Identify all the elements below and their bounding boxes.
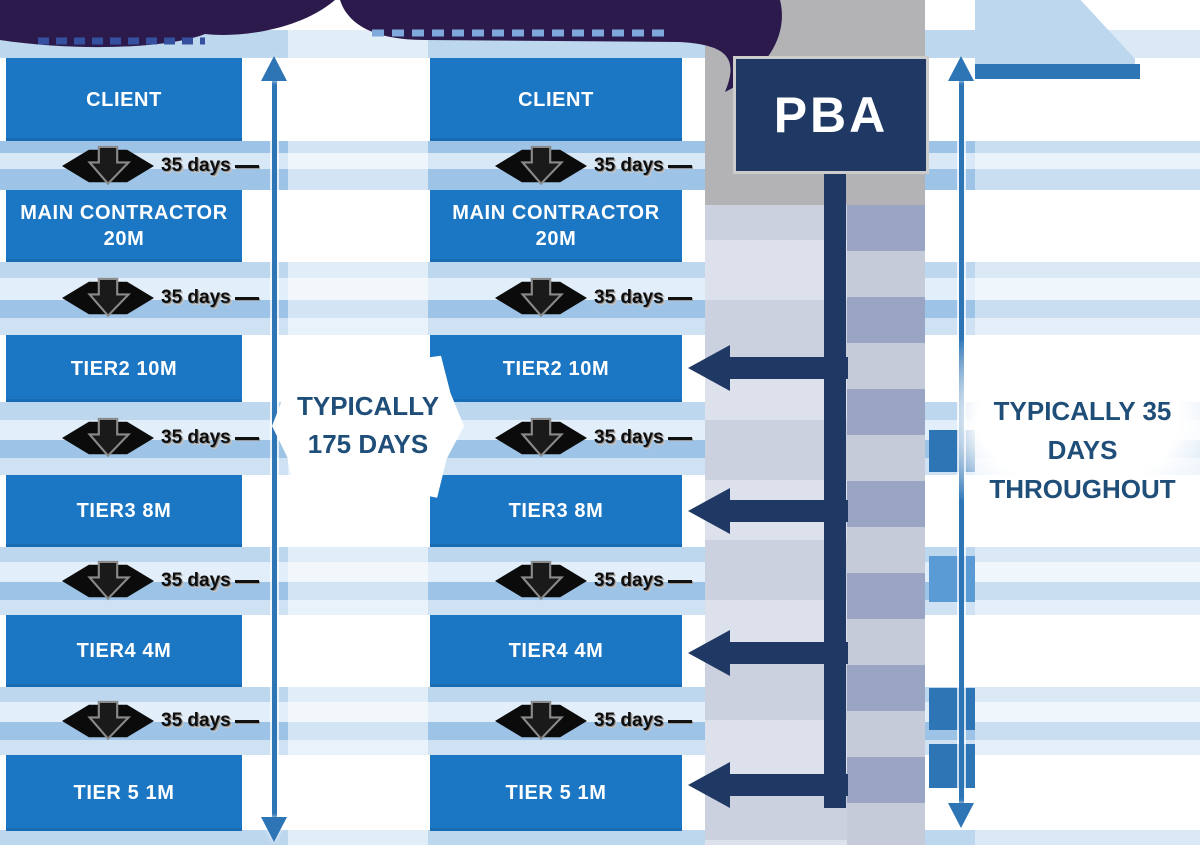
delay-label: 35 days [594,710,664,731]
dash [234,719,259,723]
down-arrow-icon [495,700,587,741]
down-arrow-icon [495,417,587,458]
tier-box-tier5-pba: TIER 5 1M [430,755,682,831]
pba-payment-arrow-tier3 [688,488,848,534]
payment-delay: 35 days [495,143,692,189]
side-block [929,556,975,602]
delay-label: 35 days [161,427,231,448]
left-arrowhead-icon [688,345,730,391]
summary-blob [958,340,1200,500]
left-arrowhead-icon [688,488,730,534]
delay-label: 35 days [161,710,231,731]
top-right-stripe [975,64,1140,79]
delay-label: 35 days [594,570,664,591]
up-arrowhead-icon [261,56,287,81]
dash [234,296,259,300]
dash [234,164,259,168]
traditional-total-label: TYPICALLY 175 DAYS [296,391,440,459]
pba-payment-arrow-tier4 [688,630,848,676]
dash [667,579,692,583]
payment-delay: 35 days [62,698,259,744]
tier-box-tier3-left: TIER3 8M [6,475,242,547]
left-arrowhead-icon [688,630,730,676]
payment-delay: 35 days [495,698,692,744]
dash [234,579,259,583]
tier-box-tier4-pba: TIER4 4M [430,615,682,687]
dash [667,296,692,300]
down-arrow-icon [62,277,154,318]
down-arrow-icon [62,560,154,601]
pba-bank-box: PBA [733,56,929,174]
down-arrow-icon [62,700,154,741]
down-arrowhead-icon [261,817,287,842]
delay-label: 35 days [161,287,231,308]
payment-delay: 35 days [495,275,692,321]
tier-box-tier5-left: TIER 5 1M [6,755,242,831]
down-arrow-icon [62,417,154,458]
banner-right [340,0,782,92]
payment-delay: 35 days [62,415,259,461]
pba-distribution-line [824,166,846,808]
pba-total-label: TYPICALLY 35 DAYS THROUGHOUT [989,396,1176,504]
down-arrow-icon [495,145,587,186]
tier-box-tier2-left: TIER2 10M [6,335,242,402]
tier-box-main-contractor-pba: MAIN CONTRACTOR 20M [430,190,682,262]
banner-left [0,0,335,48]
down-arrow-icon [495,560,587,601]
payment-delay: 35 days [495,558,692,604]
tier-box-tier3-pba: TIER3 8M [430,475,682,547]
side-block [929,688,975,730]
delay-label: 35 days [161,155,231,176]
dash [667,436,692,440]
payment-delay: 35 days [495,415,692,461]
payment-delay: 35 days [62,275,259,321]
pba-payment-arrow-tier5 [688,762,848,808]
down-arrowhead-icon [948,803,974,828]
dash [234,436,259,440]
dash [667,164,692,168]
down-arrow-icon [62,145,154,186]
summary-burst [272,348,464,504]
tier-box-client-left: CLIENT [6,58,242,141]
payment-delay: 35 days [62,558,259,604]
tier-box-tier2-pba: TIER2 10M [430,335,682,402]
delay-label: 35 days [594,427,664,448]
side-block [929,744,975,788]
timeline-arrow-left [260,56,288,842]
payment-delay: 35 days [62,143,259,189]
down-arrow-icon [495,277,587,318]
delay-label: 35 days [594,155,664,176]
pba-payment-arrow-tier2 [688,345,848,391]
tier-box-tier4-left: TIER4 4M [6,615,242,687]
delay-label: 35 days [161,570,231,591]
tier-box-client-pba: CLIENT [430,58,682,141]
tier-box-main-contractor-left: MAIN CONTRACTOR 20M [6,190,242,262]
up-arrowhead-icon [948,56,974,81]
delay-label: 35 days [594,287,664,308]
dash [667,719,692,723]
left-arrowhead-icon [688,762,730,808]
